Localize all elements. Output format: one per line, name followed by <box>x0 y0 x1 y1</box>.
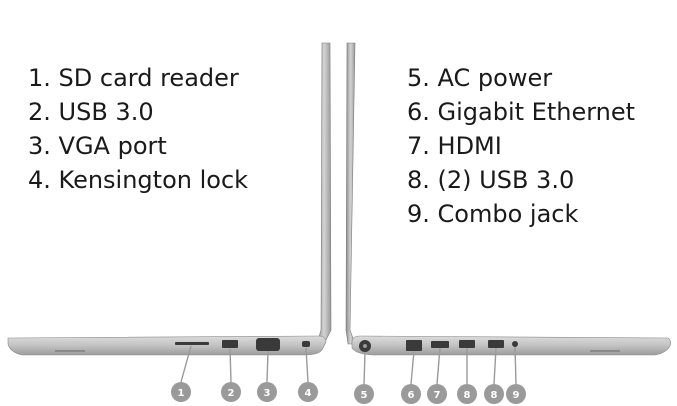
kensington-lock-slot <box>302 341 310 347</box>
callout-number-4: 4 <box>305 388 312 399</box>
port-label-usb-3: 2. USB 3.0 <box>28 98 154 126</box>
right-laptop-base <box>351 335 671 356</box>
callout-number-8b: 8 <box>491 390 498 401</box>
callout-badge-9: 9 <box>506 384 526 404</box>
port-label-dual-usb-3: 8. (2) USB 3.0 <box>407 166 575 194</box>
leader-line-6 <box>410 350 415 385</box>
leader-line-2 <box>229 348 232 383</box>
usb-port <box>222 340 238 348</box>
callout-number-1: 1 <box>178 388 185 399</box>
callout-badge-2: 2 <box>221 382 241 402</box>
leader-line-4 <box>305 347 309 383</box>
right-side-port-list: 5. AC power 6. Gigabit Ethernet 7. HDMI … <box>407 61 635 231</box>
left-side-port-list: 1. SD card reader 2. USB 3.0 3. VGA port… <box>28 61 248 197</box>
callout-badge-5: 5 <box>354 384 374 404</box>
callout-badge-8a: 8 <box>457 384 477 404</box>
sd-card-slot <box>175 342 209 345</box>
port-label-hdmi: 7. HDMI <box>407 132 502 160</box>
port-label-gigabit-ethernet: 6. Gigabit Ethernet <box>407 98 636 126</box>
callout-badge-6: 6 <box>401 384 421 404</box>
callout-badge-3: 3 <box>257 382 277 402</box>
leader-line-1 <box>180 345 192 383</box>
callout-badge-1: 1 <box>171 382 191 402</box>
callout-number-3: 3 <box>264 388 271 399</box>
left-laptop-base <box>7 335 327 356</box>
combo-jack-port <box>512 341 518 347</box>
leader-line-9 <box>514 346 517 385</box>
callout-number-8a: 8 <box>464 390 471 401</box>
leader-line-7 <box>436 347 441 385</box>
left-laptop-lid <box>316 42 332 345</box>
port-label-combo-jack: 9. Combo jack <box>407 200 579 228</box>
port-label-kensington-lock: 4. Kensington lock <box>28 166 249 194</box>
port-label-vga: 3. VGA port <box>28 132 167 160</box>
ac-power-pin <box>363 344 367 348</box>
callout-badge-7: 7 <box>427 384 447 404</box>
left-laptop <box>7 42 332 356</box>
usb-port-b <box>488 340 504 348</box>
leader-line-3 <box>266 350 269 383</box>
leader-line-5 <box>363 351 366 385</box>
callout-number-5: 5 <box>361 390 368 401</box>
callout-badge-8b: 8 <box>484 384 504 404</box>
right-vent <box>590 350 620 352</box>
callout-badge-4: 4 <box>298 382 318 402</box>
vga-port <box>256 338 280 351</box>
callout-number-7: 7 <box>434 390 441 401</box>
ethernet-port <box>406 340 422 351</box>
port-label-sd-card-reader: 1. SD card reader <box>28 64 239 92</box>
port-label-ac-power: 5. AC power <box>407 64 553 92</box>
right-laptop-lid <box>345 42 356 345</box>
right-laptop <box>345 42 671 356</box>
callout-number-6: 6 <box>408 390 415 401</box>
left-vent <box>55 350 85 352</box>
leader-line-8b <box>493 347 497 385</box>
callout-number-2: 2 <box>228 388 235 399</box>
callout-number-9: 9 <box>513 390 520 401</box>
hdmi-port <box>431 341 449 348</box>
callout-leader-lines <box>180 345 517 385</box>
usb-port-a <box>459 340 475 348</box>
